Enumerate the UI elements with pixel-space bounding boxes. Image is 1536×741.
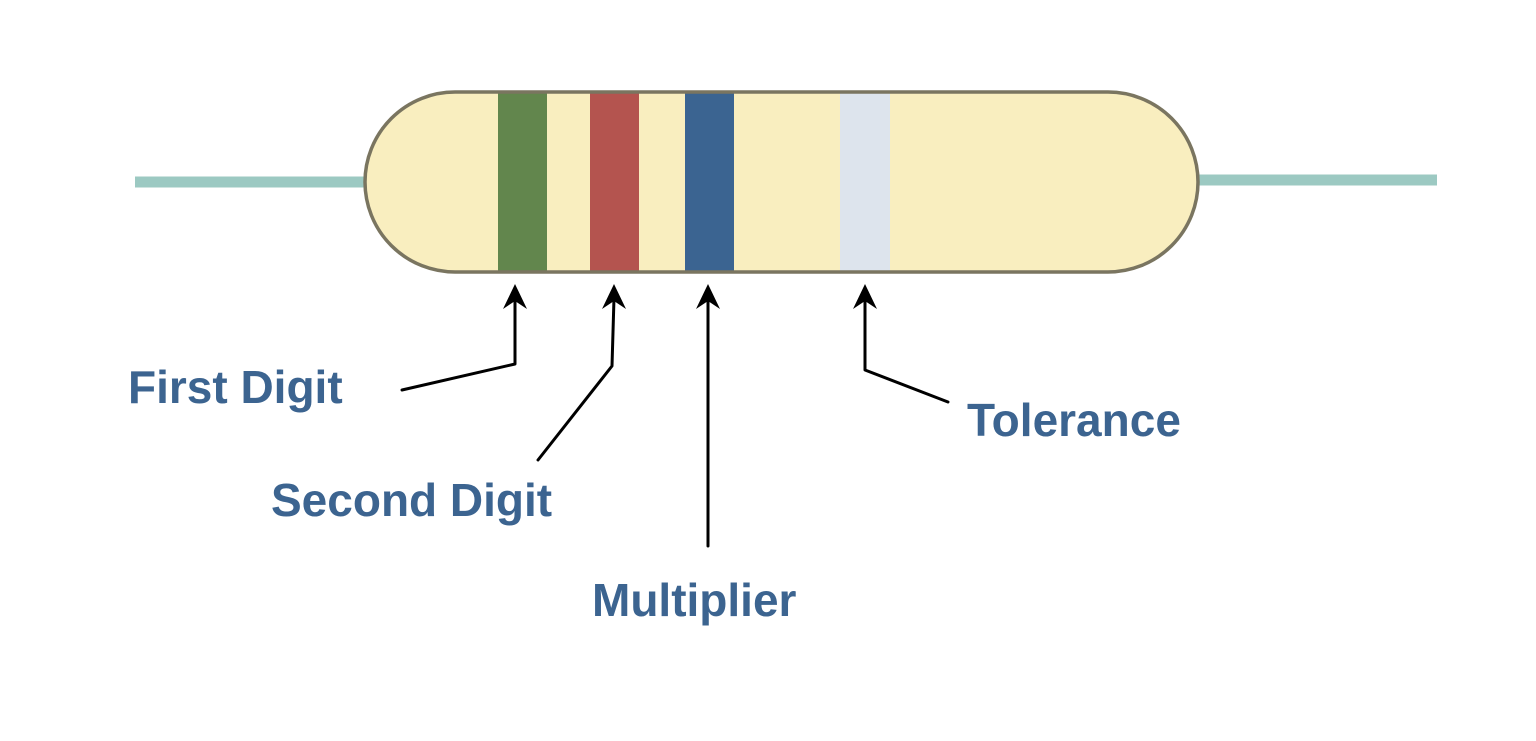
label-second-digit: Second Digit [271, 474, 553, 526]
resistor-outline [363, 90, 1200, 274]
band-tolerance [840, 92, 890, 272]
band-first-digit [498, 92, 547, 272]
arrowhead-second-digit [602, 284, 626, 309]
label-tolerance: Tolerance [967, 394, 1181, 446]
arrow-tolerance [863, 296, 950, 404]
label-first-digit: First Digit [128, 361, 343, 413]
label-multiplier: Multiplier [592, 574, 797, 626]
arrowhead-first-digit [503, 284, 527, 309]
arrowhead-multiplier [696, 284, 720, 309]
band-second-digit [590, 92, 639, 272]
band-multiplier [685, 92, 734, 272]
arrow-first-digit [400, 296, 517, 392]
arrowhead-tolerance [853, 284, 877, 309]
resistor-body [365, 92, 1198, 272]
arrow-second-digit [536, 296, 616, 462]
